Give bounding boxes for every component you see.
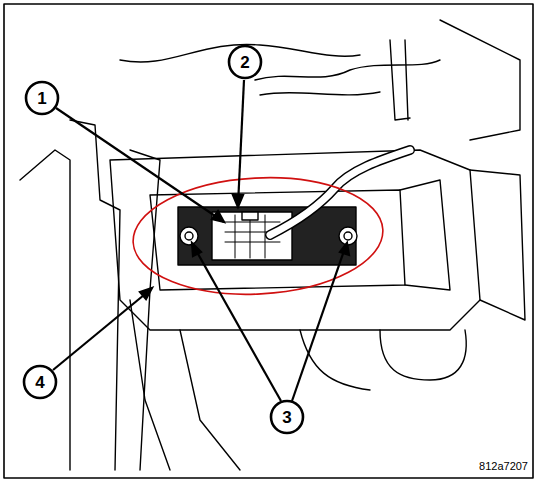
blower-housing [110,150,480,330]
figure-code: 812a7207 [479,461,528,472]
resistor-mount [150,190,405,290]
wire-harness [270,150,410,235]
callout-circle [24,366,56,398]
wire-connector [212,212,292,260]
arrowhead [340,243,349,255]
frame [4,4,533,478]
arrowhead [233,195,243,207]
connector-latch [242,212,258,220]
housing-edge [470,170,525,320]
housing-edge [130,150,160,470]
wire-harness [270,150,410,235]
wire [260,92,380,95]
arrowhead [192,243,201,256]
bracket [390,40,410,120]
callout-circle [26,82,58,114]
screw [344,232,352,240]
housing-edge [70,120,120,470]
housing-edge [400,180,450,290]
screw [339,227,357,245]
duct-edge [130,300,170,470]
callout-number: 4 [35,374,44,391]
callout-circle [271,401,303,433]
duct-edge [300,330,370,390]
screw [185,232,193,240]
leader-line [292,245,346,401]
arrowhead [140,288,152,299]
screw [180,227,198,245]
highlight-ellipse [130,172,386,301]
housing-edge [440,20,520,140]
leader-line [56,108,224,222]
duct-edge [180,330,240,470]
leader-line [193,245,281,401]
motor-housing [380,330,466,380]
housing-edge [20,150,70,470]
callout-number: 2 [240,54,249,71]
callout-number: 1 [37,90,46,107]
callout-number: 3 [282,409,291,426]
wire [255,60,440,80]
arrowhead [212,211,224,222]
leader-line [53,290,150,370]
leader-line [238,80,244,205]
callout-circle [229,46,261,78]
